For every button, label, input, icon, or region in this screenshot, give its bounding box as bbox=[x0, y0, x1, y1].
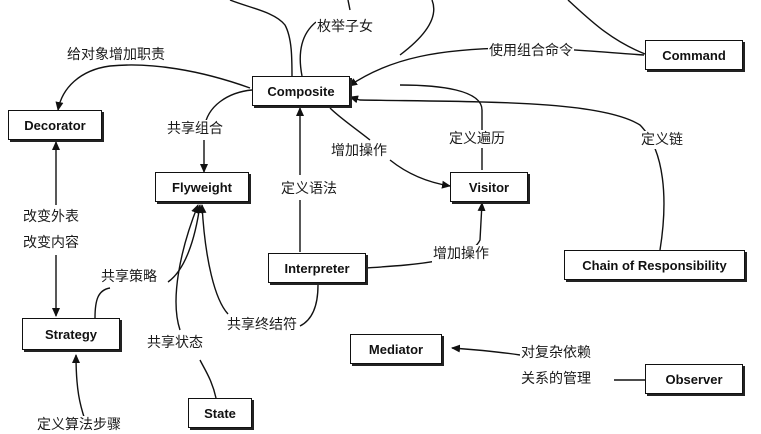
edge-offscreen-left bbox=[229, 0, 293, 79]
node-visitor: Visitor bbox=[450, 172, 528, 202]
edge-share-terminal-up bbox=[198, 204, 229, 315]
node-flyweight: Flyweight bbox=[155, 172, 249, 202]
edge-enumerate-children bbox=[299, 21, 317, 77]
edge-define-algorithm bbox=[72, 354, 86, 421]
label-add-operation-top: 增加操作 bbox=[330, 142, 388, 160]
label-add-responsibility: 给对象增加职责 bbox=[66, 46, 166, 64]
edge-composite-decorator bbox=[55, 64, 251, 111]
edge-share-state bbox=[175, 204, 199, 331]
node-chain-of-responsibility: Chain of Responsibility bbox=[564, 250, 745, 280]
edge-offscreen-right bbox=[567, 0, 646, 55]
label-share-terminal: 共享终结符 bbox=[226, 316, 298, 334]
edge-offscreen-center bbox=[399, 0, 435, 56]
node-interpreter: Interpreter bbox=[268, 253, 366, 283]
label-complex-dependency-1: 对复杂依赖 bbox=[520, 344, 592, 362]
label-define-traversal: 定义遍历 bbox=[448, 130, 506, 148]
edge-complex-dependency bbox=[451, 344, 521, 356]
label-share-state: 共享状态 bbox=[146, 334, 204, 352]
label-define-grammar: 定义语法 bbox=[280, 180, 338, 198]
edge-composite-visitor bbox=[329, 107, 371, 141]
label-share-strategy: 共享策略 bbox=[100, 268, 158, 286]
label-define-chain: 定义链 bbox=[640, 131, 684, 149]
edge-state-line bbox=[199, 359, 217, 399]
label-complex-dependency-2: 关系的管理 bbox=[520, 370, 592, 388]
node-state: State bbox=[188, 398, 252, 428]
edge-define-chain bbox=[349, 95, 665, 251]
node-observer: Observer bbox=[645, 364, 743, 394]
label-change-skin: 改变外表 bbox=[22, 208, 80, 226]
edge-composite-self bbox=[347, 0, 351, 11]
label-enumerate-children: 枚举子女 bbox=[316, 18, 374, 36]
edge-add-operation-top bbox=[389, 159, 451, 189]
node-strategy: Strategy bbox=[22, 318, 120, 350]
node-mediator: Mediator bbox=[350, 334, 442, 364]
node-composite: Composite bbox=[252, 76, 350, 106]
label-use-composite-command: 使用组合命令 bbox=[488, 42, 574, 60]
node-command: Command bbox=[645, 40, 743, 70]
edge-share-strategy-up bbox=[167, 204, 203, 283]
label-add-operation-bottom: 增加操作 bbox=[432, 245, 490, 263]
edge-define-traversal bbox=[399, 84, 483, 170]
edge-share-terminal bbox=[299, 284, 319, 327]
node-decorator: Decorator bbox=[8, 110, 102, 140]
edge-share-strategy bbox=[94, 287, 111, 319]
label-change-guts: 改变内容 bbox=[22, 234, 80, 252]
label-share-composite: 共享组合 bbox=[166, 120, 224, 138]
label-define-algorithm-steps: 定义算法步骤 bbox=[36, 416, 122, 434]
